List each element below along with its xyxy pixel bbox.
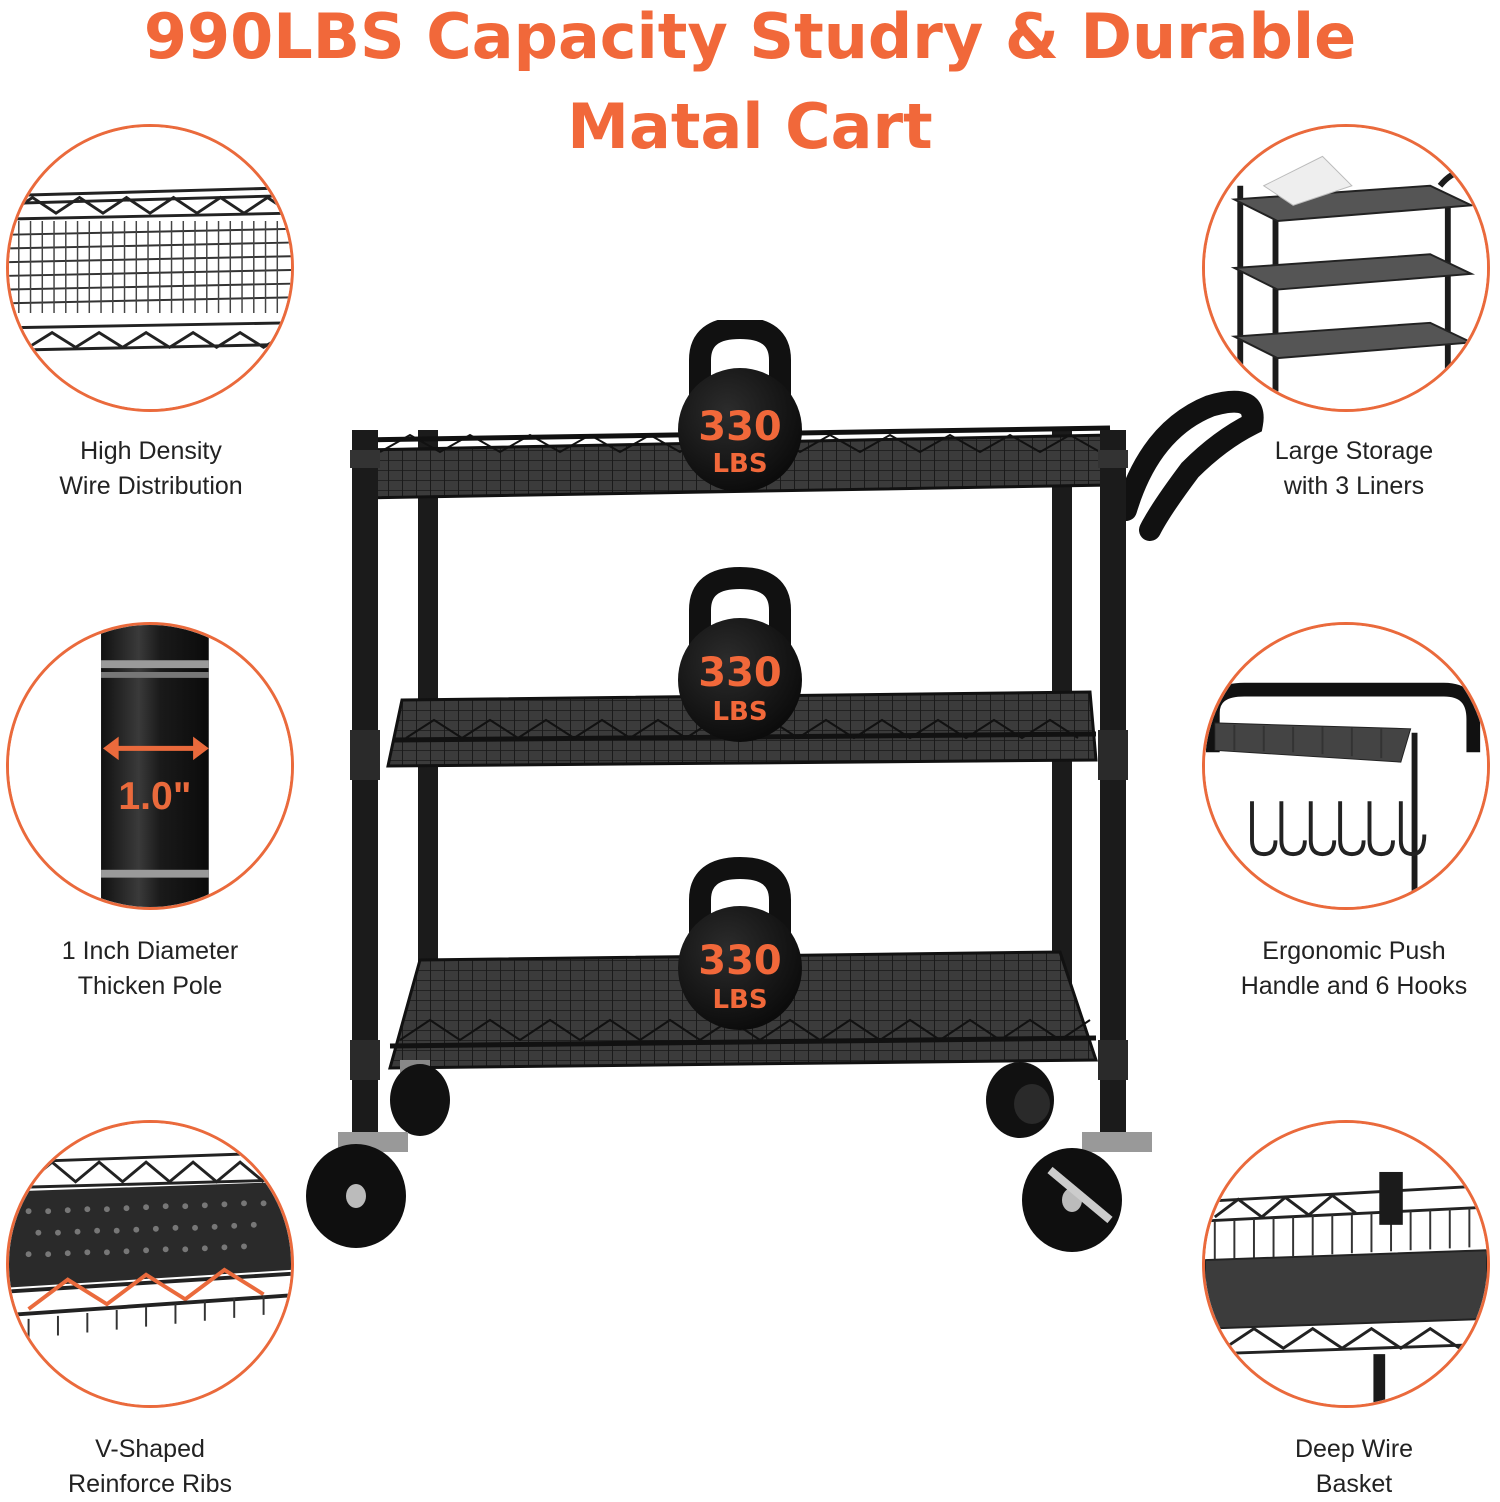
feature-caption-storage: Large Storage with 3 Liners <box>1194 434 1500 504</box>
kettlebell-weight: 330 <box>698 938 782 984</box>
cart-with-liners-icon <box>1202 124 1490 412</box>
title-line-2: Matal Cart <box>567 90 933 163</box>
title-line-1: 990LBS Capacity Studry & Durable <box>143 0 1357 73</box>
feature-line-2: with 3 Liners <box>1283 472 1425 500</box>
feature-caption-pole: 1 Inch Diameter Thicken Pole <box>0 934 310 1004</box>
pole-closeup-icon: 1.0" <box>6 622 294 910</box>
shelf-ribs-closeup-icon <box>6 1120 294 1408</box>
feature-caption-handle: Ergonomic Push Handle and 6 Hooks <box>1194 934 1500 1004</box>
handle-hooks-icon <box>1202 622 1490 910</box>
feature-line-2: Thicken Pole <box>77 972 223 1000</box>
feature-line-2: Handle and 6 Hooks <box>1240 972 1468 1000</box>
feature-line-2: Wire Distribution <box>59 472 243 500</box>
kettlebell-unit: LBS <box>712 697 767 727</box>
kettlebell-bottom: 330 LBS <box>678 856 802 1030</box>
kettlebell-unit: LBS <box>712 985 767 1015</box>
kettlebell-unit: LBS <box>712 449 767 479</box>
feature-caption-wire: High Density Wire Distribution <box>0 434 311 504</box>
wire-shelf-closeup-icon <box>6 124 294 412</box>
feature-line-2: Reinforce Ribs <box>68 1470 232 1498</box>
metal-cart-illustration: 330 LBS 330 LBS 330 LBS <box>290 320 1270 1260</box>
deep-basket-icon <box>1202 1120 1490 1408</box>
feature-line-1: 1 Inch Diameter <box>61 937 239 965</box>
kettlebell-middle: 330 LBS <box>678 566 802 742</box>
kettlebell-weight: 330 <box>698 650 782 696</box>
feature-caption-basket: Deep Wire Basket <box>1194 1432 1500 1502</box>
feature-line-1: Deep Wire <box>1294 1435 1414 1463</box>
feature-line-1: Large Storage <box>1274 437 1434 465</box>
feature-line-1: Ergonomic Push <box>1262 937 1446 965</box>
feature-line-1: V-Shaped <box>95 1435 205 1463</box>
feature-caption-ribs: V-Shaped Reinforce Ribs <box>0 1432 310 1502</box>
kettlebell-weight: 330 <box>698 404 782 450</box>
feature-line-1: High Density <box>80 437 222 465</box>
feature-line-2: Basket <box>1315 1470 1393 1498</box>
pole-diameter-label: 1.0" <box>118 775 191 818</box>
kettlebell-top: 330 LBS <box>678 320 802 492</box>
